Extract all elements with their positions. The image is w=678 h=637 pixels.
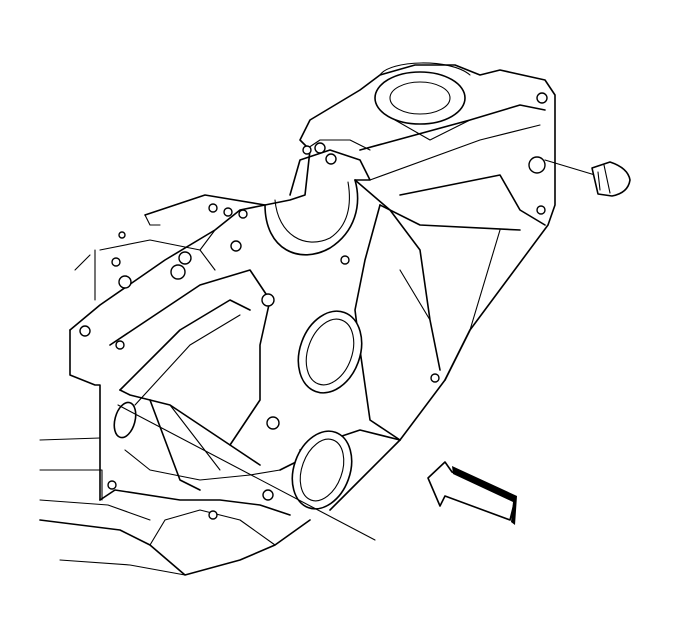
direction-arrow (427, 461, 517, 525)
lower-block-outline (39, 249, 311, 576)
leader-line (117, 404, 376, 541)
bolt-holes (79, 92, 548, 520)
oil-gallery-plug (544, 159, 631, 197)
engine-block-casting (69, 62, 556, 516)
casting-bores (113, 310, 363, 510)
